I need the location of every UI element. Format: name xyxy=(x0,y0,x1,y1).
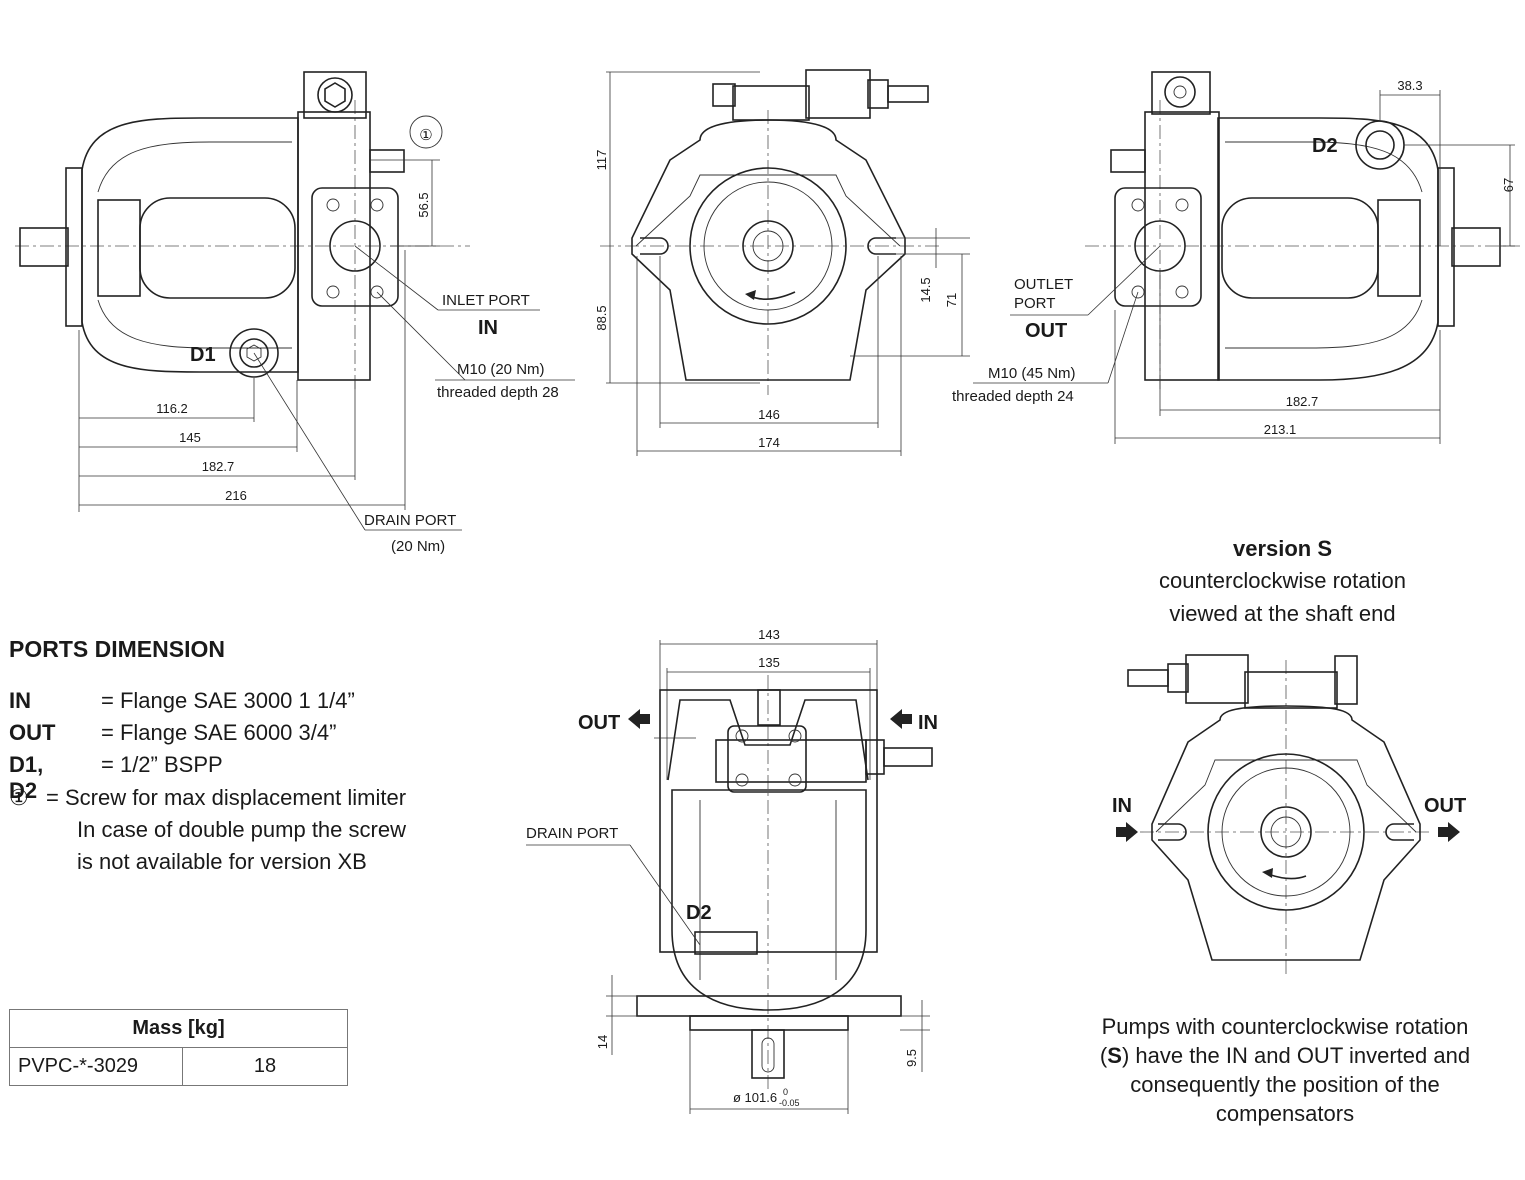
version-s-line-2: viewed at the shaft end xyxy=(1169,601,1396,626)
mass-table-header: Mass [kg] xyxy=(9,1009,348,1048)
mass-table-value: 18 xyxy=(182,1047,348,1086)
caption-paren: ( xyxy=(1099,1043,1108,1068)
dim-38-3: 38.3 xyxy=(1397,78,1422,93)
dim-tol-lower: -0.05 xyxy=(779,1098,800,1108)
outlet-bolt-note: M10 (45 Nm) xyxy=(988,365,1076,382)
dim-182-7: 182.7 xyxy=(202,459,235,474)
left-side-view: ① D1 INLET PORT IN M10 (20 Nm) threaded … xyxy=(15,71,575,555)
dim-117: 117 xyxy=(594,150,609,171)
port-value: = Flange SAE 6000 3/4” xyxy=(101,720,337,745)
dim-146: 146 xyxy=(758,407,780,422)
outlet-bolt-depth: threaded depth 24 xyxy=(952,388,1074,405)
d1-label: D1 xyxy=(190,344,216,366)
dim-116-2: 116.2 xyxy=(156,401,188,416)
dim-56-5: 56.5 xyxy=(416,192,431,217)
d2-label-right: D2 xyxy=(1312,135,1338,157)
port-key: D1, D2 xyxy=(9,752,44,803)
dim-14-5: 14.5 xyxy=(918,277,933,302)
outlet-label-1: OUTLET xyxy=(1014,276,1073,293)
dim-67: 67 xyxy=(1501,178,1516,192)
dim-tol-upper: 0 xyxy=(783,1087,788,1097)
mass-table: Mass [kg] PVPC-*-3029 18 xyxy=(9,1009,348,1086)
top-view: 143 135 D2 OUT IN DRAIN PORT xyxy=(526,627,938,1114)
drain-torque: (20 Nm) xyxy=(391,538,445,555)
in-arrow-icon xyxy=(890,709,912,729)
dim-diameter: ø 101.6 xyxy=(733,1090,777,1105)
caption-line-2-rest: ) have the IN and OUT inverted and xyxy=(1121,1043,1471,1068)
port-key: OUT xyxy=(9,720,56,745)
port-key: IN xyxy=(9,688,31,713)
caption-line-3: consequently the position of the xyxy=(1130,1072,1440,1097)
out-arrow-icon xyxy=(628,709,650,729)
mass-table-model: PVPC-*-3029 xyxy=(9,1047,183,1086)
drain-port-label: DRAIN PORT xyxy=(364,512,456,529)
caption-line-2: (S) have the IN and OUT inverted and xyxy=(1060,1041,1510,1070)
version-s-caption: Pumps with counterclockwise rotation (S)… xyxy=(1060,1012,1510,1128)
version-s-in-label: IN xyxy=(1112,795,1132,817)
d2-label-top: D2 xyxy=(686,902,712,924)
note-symbol: ① xyxy=(9,785,29,810)
version-s-line-1: counterclockwise rotation xyxy=(1158,568,1406,593)
dim-174: 174 xyxy=(758,435,780,450)
note-line-3: is not available for version XB xyxy=(77,849,367,874)
port-value: = 1/2” BSPP xyxy=(101,752,223,777)
caption-line-4: compensators xyxy=(1215,1101,1355,1126)
dim-182-7-right: 182.7 xyxy=(1286,394,1319,409)
dim-216: 216 xyxy=(225,488,247,503)
right-side-view: D2 OUTLET PORT OUT M10 (45 Nm) threaded … xyxy=(952,71,1520,444)
version-s-out-label: OUT xyxy=(1424,795,1466,817)
top-drain-label: DRAIN PORT xyxy=(526,825,618,842)
inlet-code: IN xyxy=(478,317,498,339)
inlet-bolt-note: M10 (20 Nm) xyxy=(457,361,545,378)
note-line-1: = Screw for max displacement limiter xyxy=(46,785,407,810)
ports-dimension-title: PORTS DIMENSION xyxy=(9,636,225,662)
caption-line-1: Pumps with counterclockwise rotation xyxy=(1101,1014,1469,1039)
port-value: = Flange SAE 3000 1 1/4” xyxy=(101,688,355,713)
version-s-title: version S xyxy=(1232,536,1333,561)
caption-s-bold: S xyxy=(1107,1043,1122,1068)
outlet-label-2: PORT xyxy=(1014,295,1055,312)
dim-88-5: 88.5 xyxy=(594,305,609,330)
dim-9-5: 9.5 xyxy=(904,1049,919,1067)
dim-135: 135 xyxy=(758,655,780,670)
front-view: 117 88.5 14.5 71 146 174 xyxy=(594,69,970,456)
version-s-in-arrow-icon xyxy=(1116,822,1138,842)
dim-213-1: 213.1 xyxy=(1264,422,1297,437)
inlet-bolt-depth: threaded depth 28 xyxy=(437,384,559,401)
version-s-out-arrow-icon xyxy=(1438,822,1460,842)
dim-71: 71 xyxy=(944,293,959,307)
callout-number: ① xyxy=(419,127,432,144)
dim-145: 145 xyxy=(179,430,201,445)
outlet-code: OUT xyxy=(1025,320,1067,342)
dim-143: 143 xyxy=(758,627,780,642)
top-in-label: IN xyxy=(918,712,938,734)
version-s-view: IN OUT xyxy=(1112,654,1466,975)
top-out-label: OUT xyxy=(578,712,620,734)
inlet-port-label: INLET PORT xyxy=(442,292,530,309)
dim-14: 14 xyxy=(595,1035,610,1049)
note-line-2: In case of double pump the screw xyxy=(77,817,406,842)
